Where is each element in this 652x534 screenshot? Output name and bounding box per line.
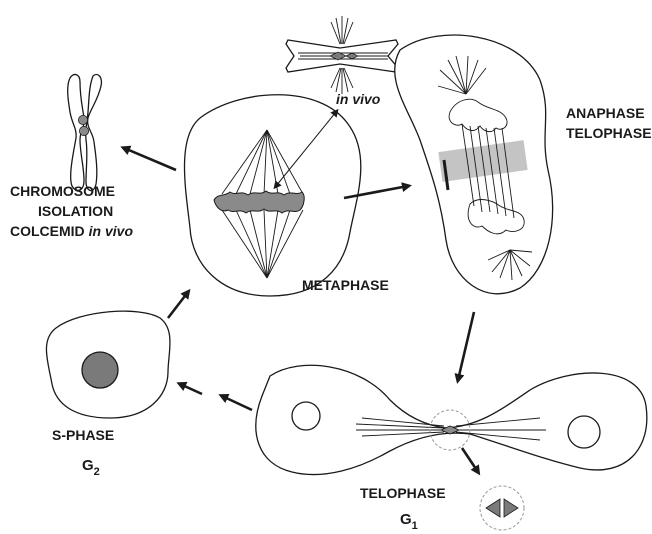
anaphase-label: ANAPHASE [566,105,645,121]
telophase-cell [256,365,647,474]
s-phase-cell [46,311,170,418]
telophase-label-right: TELOPHASE [566,125,652,141]
anaphase-cell [395,35,553,294]
nucleus [82,352,118,388]
arrow-to-telophase [458,312,474,380]
isolation-label: ISOLATION [38,203,113,219]
g1-label: G1 [400,511,418,532]
arrow-to-s-phase-a [222,396,252,410]
metaphase-label: METAPHASE [302,277,389,293]
arrow-to-midbody [462,448,478,472]
s-phase-label: S-PHASE [52,427,114,443]
isolated-chromosome [68,74,102,190]
in-vivo-spindle [286,16,398,94]
arrow-to-chromosome [124,148,176,170]
arrow-to-s-phase-b [180,384,202,394]
chromosome-label: CHROMOSOME [10,183,115,199]
metaphase-plate [214,191,304,213]
arrow-to-metaphase [168,292,188,318]
metaphase-cell [185,95,361,296]
in-vivo-label-top: in vivo [336,91,381,107]
g2-label: G2 [82,457,100,478]
midbody-inset [480,486,524,530]
telophase-label-bottom: TELOPHASE [360,485,446,501]
